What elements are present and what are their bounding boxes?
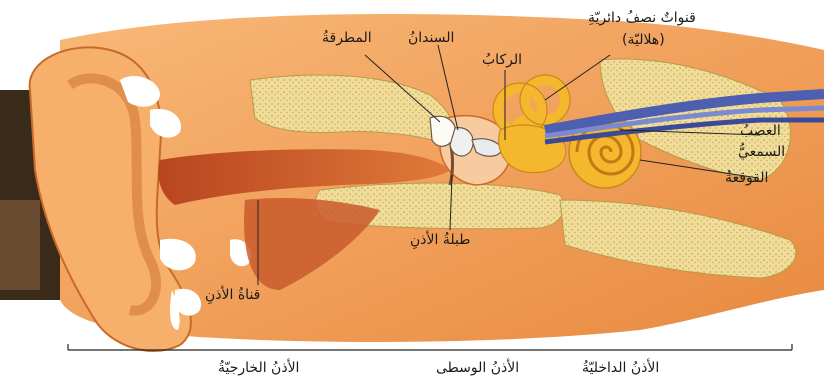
label-incus: السندانُ	[408, 30, 454, 46]
label-semicircular-canals-line2: (هلاليّة)	[622, 32, 665, 48]
section-middle-ear: الأذنُ الوسطى	[436, 360, 519, 376]
label-stapes: الركابُ	[482, 52, 522, 68]
hair-highlight	[0, 200, 40, 290]
label-malleus: المطرقةُ	[322, 30, 372, 46]
label-ear-canal: قناةُ الأذنِ	[205, 287, 260, 303]
label-semicircular-canals-line1: قنواتٌ نصفُ دائريّةِ	[588, 10, 696, 26]
label-auditory-nerve-line2: السمعيُّ	[738, 144, 785, 160]
label-auditory-nerve-line1: العصبُ	[740, 123, 781, 139]
label-cochlea: القوقعةُ	[725, 170, 768, 186]
label-eardrum: طبلةُ الأذنِ	[410, 232, 470, 248]
section-outer-ear: الأذنُ الخارجيّةُ	[218, 360, 299, 376]
section-inner-ear: الأذنُ الداخليّةُ	[582, 360, 659, 376]
